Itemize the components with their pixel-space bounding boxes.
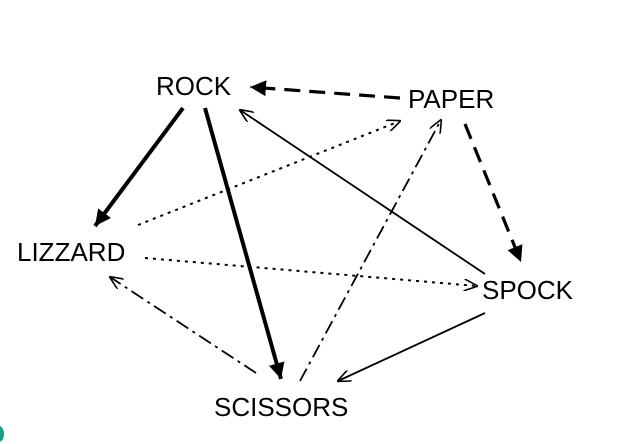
edge-rock-to-scissors	[203, 107, 285, 380]
edge-spock-to-rock	[240, 110, 486, 275]
edges	[93, 80, 523, 382]
node-lizzard: LIZZARD	[17, 237, 125, 267]
edge-scissors-to-paper	[299, 120, 441, 382]
node-paper: PAPER	[408, 84, 494, 114]
edge-paper-to-rock	[249, 80, 401, 100]
edge-lizzard-to-paper	[137, 121, 400, 226]
node-spock: SPOCK	[482, 275, 574, 305]
edge-spock-to-scissors	[338, 312, 486, 381]
edge-paper-to-spock	[463, 123, 523, 263]
edge-scissors-to-lizzard	[110, 277, 257, 374]
node-scissors: SCISSORS	[214, 392, 348, 422]
edge-lizzard-to-spock	[144, 257, 477, 286]
corner-decoration	[0, 426, 4, 442]
node-rock: ROCK	[156, 71, 232, 101]
edge-rock-to-lizzard	[93, 106, 185, 228]
